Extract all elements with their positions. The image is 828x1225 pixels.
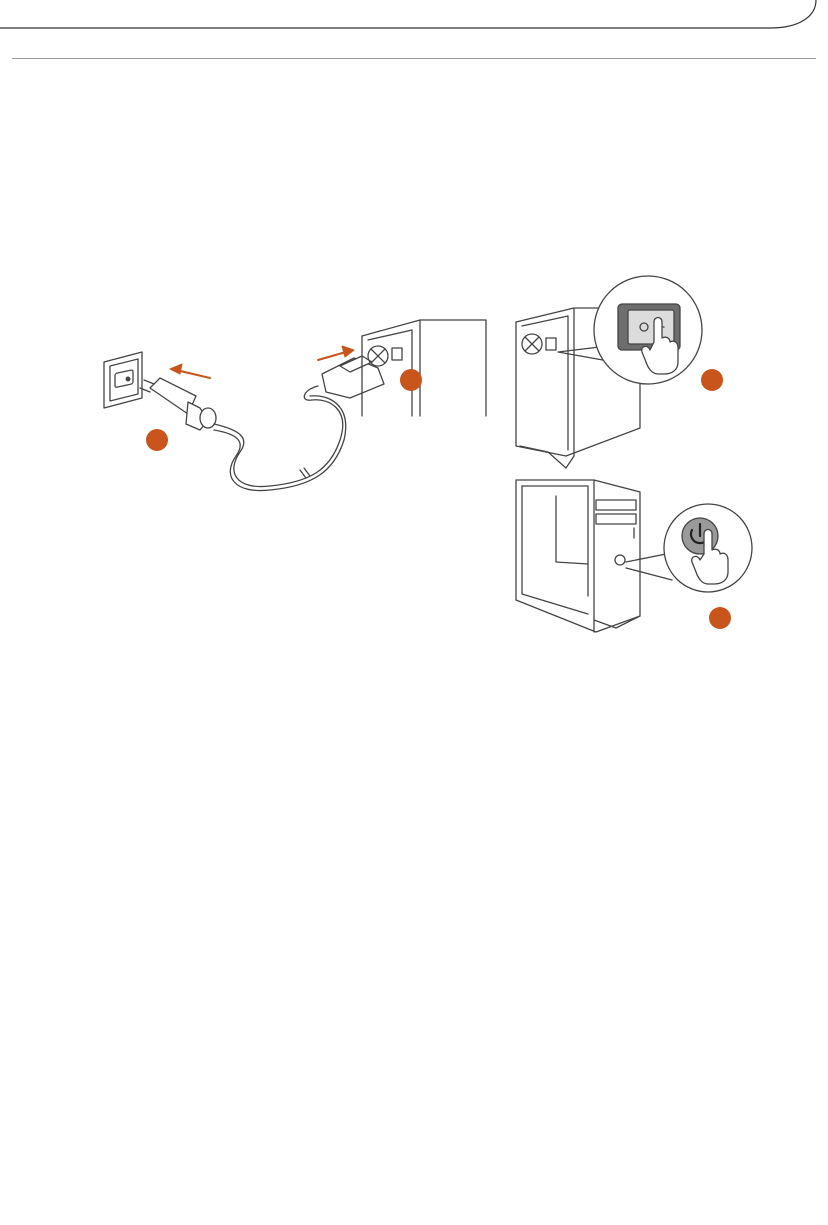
power-button-callout (664, 504, 752, 592)
step-marker (146, 429, 168, 451)
insert-arrow-icon (318, 352, 346, 360)
rocker-switch-callout (594, 276, 702, 384)
wall-outlet-icon (104, 352, 142, 408)
step-marker (400, 369, 422, 391)
pc-tower-icon (516, 480, 672, 632)
pc-tower-icon (362, 320, 486, 416)
psu-connector-icon (322, 356, 384, 398)
insert-arrow-icon (176, 370, 210, 378)
step-marker (701, 369, 723, 391)
step-marker (709, 607, 731, 629)
power-plug-icon (140, 378, 216, 430)
